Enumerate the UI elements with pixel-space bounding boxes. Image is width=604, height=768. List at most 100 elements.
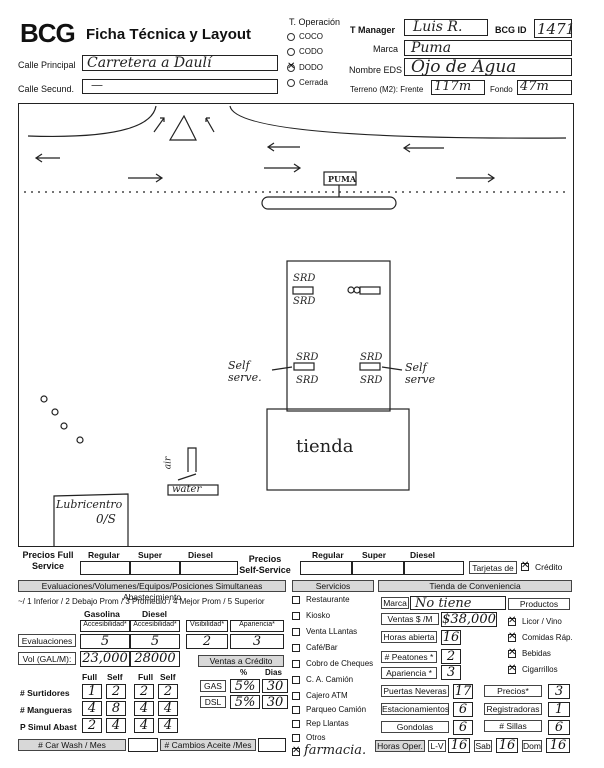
- sillas-label: # Sillas: [484, 720, 542, 732]
- precio-full-super[interactable]: [130, 561, 180, 575]
- precio-full-diesel[interactable]: [180, 561, 238, 575]
- precio-self-regular[interactable]: [300, 561, 352, 575]
- servicio-cobro-cheques-label: Cobro de Cheques: [306, 659, 374, 668]
- dom-value[interactable]: 16: [546, 738, 570, 753]
- pump-circle-2: [353, 286, 361, 294]
- mangueras-full-dsl[interactable]: 4: [134, 701, 154, 716]
- mangueras-self-dsl[interactable]: 4: [158, 701, 178, 716]
- puertas-neveras-label: Puertas Neveras: [381, 685, 449, 697]
- vol-gasolina[interactable]: 23,000: [80, 651, 130, 667]
- sab-value[interactable]: 16: [496, 738, 518, 753]
- vol-diesel[interactable]: 28000: [130, 651, 180, 667]
- simul-full-dsl[interactable]: 4: [134, 718, 154, 733]
- dsl-pct[interactable]: 5%: [230, 695, 260, 709]
- terreno-field[interactable]: 117m: [431, 79, 485, 95]
- mangueras-self-gas[interactable]: 8: [106, 701, 126, 716]
- horas-abierta-value[interactable]: 16: [441, 630, 461, 645]
- servicio-farmacia-checkbox[interactable]: [292, 745, 300, 756]
- tienda-marca-field[interactable]: No tiene: [410, 596, 506, 611]
- dsl-dias[interactable]: 30: [262, 695, 288, 709]
- mangueras-full-gas[interactable]: 4: [82, 701, 102, 716]
- servicio-kiosko-checkbox[interactable]: [292, 612, 300, 620]
- surtidores-full-gas[interactable]: 1: [82, 684, 102, 699]
- estacionamientos-value[interactable]: 6: [453, 702, 473, 717]
- t-manager-field[interactable]: Luis R.: [404, 19, 488, 36]
- servicio-restaurante-checkbox[interactable]: [292, 596, 300, 604]
- lubricentro-status: 0/S: [96, 512, 116, 526]
- surtidores-self-gas[interactable]: 2: [106, 684, 126, 699]
- t-manager-value: Luis R.: [413, 19, 463, 35]
- simul-self-gas[interactable]: 4: [106, 718, 126, 733]
- nombre-eds-field[interactable]: Ojo de Agua: [404, 57, 572, 77]
- eval-accesibilidad-gas[interactable]: 5: [80, 634, 130, 649]
- producto-cigarrillos-checkbox[interactable]: [508, 663, 516, 674]
- bcg-id-field[interactable]: 1471: [534, 19, 575, 38]
- fondo-field[interactable]: 47m: [517, 79, 572, 95]
- accesibilidad-gas-header: Accesibilidad*: [80, 620, 130, 632]
- eval-apariencia[interactable]: 3: [230, 634, 284, 649]
- mangueras-label: # Mangueras: [20, 705, 72, 715]
- servicio-cobro-cheques-checkbox[interactable]: [292, 660, 300, 668]
- arrow-right-1: [128, 173, 164, 183]
- surtidores-self-dsl[interactable]: 2: [158, 684, 178, 699]
- calle-secund-field[interactable]: —: [82, 78, 278, 94]
- producto-comidas-checkbox[interactable]: [508, 631, 516, 642]
- radio-cerrada-label: Cerrada: [299, 78, 328, 87]
- simul-full-gas[interactable]: 2: [82, 718, 102, 733]
- gondolas-value[interactable]: 6: [453, 720, 473, 735]
- gas-pct[interactable]: 5%: [230, 679, 260, 693]
- arrow-left-1: [34, 153, 60, 163]
- servicio-otros-checkbox[interactable]: [292, 734, 300, 742]
- shop-building: [266, 408, 410, 491]
- sillas-value[interactable]: 6: [548, 720, 570, 735]
- radio-cerrada[interactable]: [287, 79, 295, 87]
- radio-dodo[interactable]: [287, 61, 295, 72]
- precio-self-super[interactable]: [352, 561, 404, 575]
- cambios-aceite-field[interactable]: [258, 738, 286, 752]
- self-dsl-col: Self: [160, 672, 176, 682]
- producto-licor-label: Licor / Vino: [522, 617, 562, 626]
- pump-circle-1: [347, 286, 355, 294]
- ventas-value[interactable]: $38,000: [441, 612, 497, 627]
- servicio-rep-llantas-checkbox[interactable]: [292, 720, 300, 728]
- servicio-ca-camion-checkbox[interactable]: [292, 676, 300, 684]
- precios-tienda-value[interactable]: 3: [548, 684, 570, 699]
- terreno-value: 117m: [434, 79, 472, 94]
- eval-accesibilidad-dsl[interactable]: 5: [130, 634, 180, 649]
- puertas-neveras-value[interactable]: 17: [453, 684, 473, 699]
- precio-self-diesel[interactable]: [404, 561, 464, 575]
- credito-checkbox[interactable]: [521, 560, 529, 571]
- surtidores-full-dsl[interactable]: 2: [134, 684, 154, 699]
- marca-value: Puma: [411, 40, 452, 56]
- tienda-apariencia-value[interactable]: 3: [441, 665, 461, 680]
- servicios-header: Servicios: [292, 580, 374, 592]
- producto-licor-checkbox[interactable]: [508, 615, 516, 626]
- servicio-cafe-bar-checkbox[interactable]: [292, 644, 300, 652]
- servicio-otros-label: Otros: [306, 733, 326, 742]
- precios-full-col-regular: Regular: [88, 550, 120, 560]
- precios-self-label: Precios Self-Service: [239, 554, 291, 575]
- servicio-venta-llantas-checkbox[interactable]: [292, 628, 300, 636]
- producto-bebidas-checkbox[interactable]: [508, 647, 516, 658]
- srd-label-1: SRD: [293, 273, 316, 284]
- precio-full-regular[interactable]: [80, 561, 130, 575]
- calle-principal-field[interactable]: Carretera a Daulí: [82, 55, 278, 71]
- simul-self-dsl[interactable]: 4: [158, 718, 178, 733]
- eval-visibilidad[interactable]: 2: [186, 634, 228, 649]
- marca-field[interactable]: Puma: [404, 40, 572, 56]
- lv-value[interactable]: 16: [448, 738, 470, 753]
- tree-2: [51, 408, 59, 416]
- peatones-value[interactable]: 2: [441, 649, 461, 664]
- pump-3: [293, 362, 315, 371]
- servicio-cajero-atm-checkbox[interactable]: [292, 692, 300, 700]
- ventas-credito-header: Ventas a Crédito: [198, 655, 284, 667]
- gas-dias[interactable]: 30: [262, 679, 288, 693]
- servicio-parqueo-camion-checkbox[interactable]: [292, 706, 300, 714]
- precios-self-col-super: Super: [362, 550, 387, 560]
- full-dsl-col: Full: [138, 672, 154, 682]
- car-wash-field[interactable]: [128, 738, 158, 752]
- servicio-cafe-bar-label: Café/Bar: [306, 643, 338, 652]
- radio-coco[interactable]: [287, 33, 295, 41]
- registradoras-value[interactable]: 1: [548, 702, 570, 717]
- radio-codo[interactable]: [287, 48, 295, 56]
